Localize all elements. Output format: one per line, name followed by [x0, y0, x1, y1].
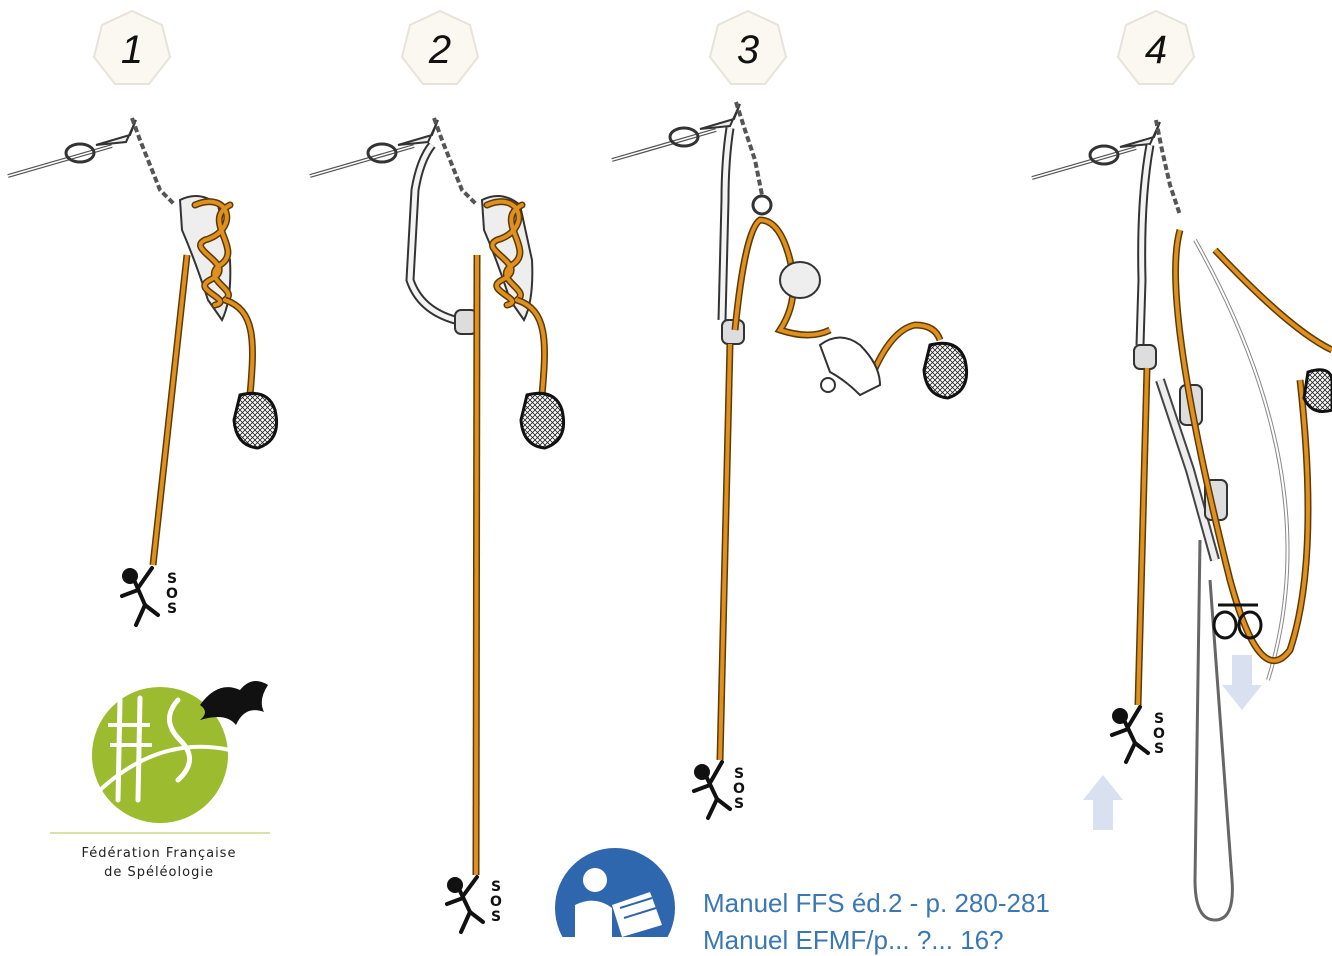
lanyard: [1134, 145, 1156, 369]
sos-letter: S: [1153, 742, 1165, 757]
sos-label: S O S: [1153, 712, 1165, 757]
rope-bag-icon: [1304, 370, 1332, 412]
lanyard: [722, 128, 744, 344]
sos-letter: S: [490, 910, 502, 925]
rope-bag-icon: [234, 393, 277, 448]
sos-letter: O: [490, 895, 502, 910]
anchor-icon: [8, 118, 175, 205]
ffs-caption-line1: Fédération Française: [44, 844, 274, 863]
sos-label: S O S: [166, 572, 178, 617]
arrow-down-icon: [1222, 655, 1262, 710]
ffs-caption: Fédération Française de Spéléologie: [44, 844, 274, 882]
sos-label: S O S: [490, 880, 502, 925]
step-3-illustration: [612, 102, 967, 818]
descender-device-icon: [780, 262, 820, 298]
anchor-icon: [612, 102, 771, 214]
book-reading-icon: [555, 848, 675, 937]
sos-letter: S: [733, 797, 745, 812]
sos-letter: S: [733, 767, 745, 782]
sos-letter: O: [733, 782, 745, 797]
ffs-logo: [50, 681, 270, 833]
climber-icon: [447, 877, 483, 932]
rope-bag-icon: [924, 343, 967, 398]
climber-icon: [122, 568, 158, 625]
step-1-illustration: [8, 118, 277, 625]
sos-label: S O S: [733, 767, 745, 812]
lanyard: [410, 145, 477, 334]
anchor-icon: [310, 118, 477, 205]
climber-icon: [694, 762, 730, 818]
sos-letter: O: [166, 587, 178, 602]
reference-line-1: Manuel FFS éd.2 - p. 280-281: [703, 888, 1050, 919]
reference-line-2: Manuel EFMF/p... ?... 16?: [703, 925, 1004, 956]
sos-letter: S: [166, 572, 178, 587]
rope-bag-icon: [521, 393, 564, 448]
step-4-illustration: [1032, 120, 1332, 920]
anchor-icon: [1032, 120, 1180, 215]
arrow-up-icon: [1083, 775, 1123, 830]
etrier-loop: [1195, 540, 1232, 920]
sos-letter: S: [490, 880, 502, 895]
step-2-illustration: [310, 118, 564, 932]
ffs-caption-line2: de Spéléologie: [44, 863, 274, 882]
sos-letter: O: [1153, 727, 1165, 742]
sos-letter: S: [1153, 712, 1165, 727]
hand-icon: [820, 338, 880, 396]
sos-letter: S: [166, 602, 178, 617]
climber-icon: [1112, 707, 1148, 762]
